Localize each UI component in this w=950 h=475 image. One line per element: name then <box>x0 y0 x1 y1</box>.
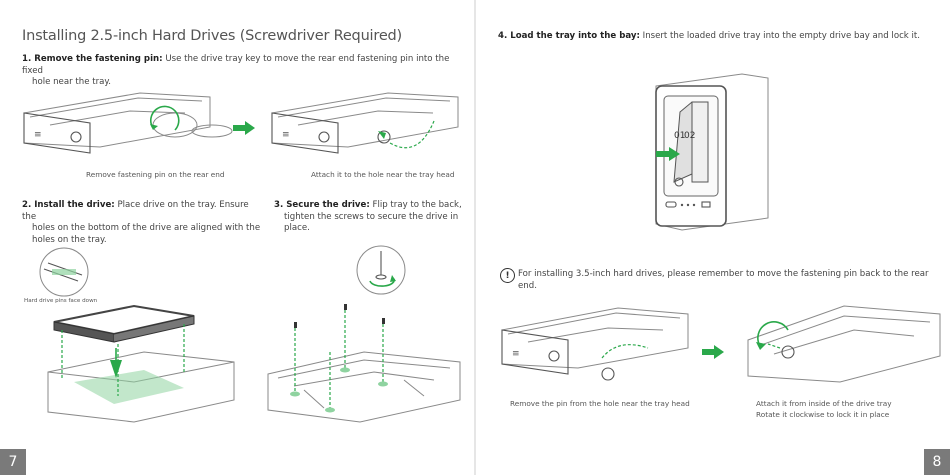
rotate-arrow-icon <box>150 105 180 131</box>
step-3-secure-illustration <box>267 304 461 423</box>
attach-pin-illustration <box>747 305 941 383</box>
svg-text:≡: ≡ <box>282 130 290 140</box>
drive-pins-callout <box>39 247 89 297</box>
page-number-left: 7 <box>0 449 26 475</box>
step-1-tray-illustration-a: ≡ <box>23 92 233 154</box>
attach-pin-caption-1: Attach it from inside of the drive tray <box>756 399 892 408</box>
step-1-caption-a: Remove fastening pin on the rear end <box>86 170 225 179</box>
tray-lock-icon <box>70 131 82 143</box>
screwdriver-icon <box>356 245 406 295</box>
tray-logo-icon: ≡ <box>34 130 42 140</box>
step-2-desc: Place drive on the tray. Ensure the <box>22 200 249 222</box>
step-2-label: 2. Install the drive: <box>22 200 115 210</box>
step-2-text: 2. Install the drive: Place drive on the… <box>22 200 262 246</box>
step-3-desc-3: place. <box>284 223 310 233</box>
step-2-callout-label: Hard drive pins face down <box>24 298 98 304</box>
arrow-right-icon <box>702 345 724 359</box>
attach-pin-caption-2: Rotate it clockwise to lock it in place <box>756 410 890 419</box>
arrow-right-icon <box>233 121 255 135</box>
step-4-text: 4. Load the tray into the bay: Insert th… <box>498 31 938 43</box>
page-number-right: 8 <box>924 449 950 475</box>
step-1-caption-b: Attach it to the hole near the tray head <box>311 170 455 179</box>
step-3-text: 3. Secure the drive: Flip tray to the ba… <box>274 200 464 235</box>
arrow-right-icon <box>656 147 680 161</box>
svg-text:≡: ≡ <box>512 349 520 359</box>
remove-pin-illustration: ≡ <box>501 307 689 381</box>
step-4-label: 4. Load the tray into the bay: <box>498 31 640 41</box>
step-3-desc-2: tighten the screws to secure the drive i… <box>284 211 459 222</box>
bay-1-label: 01 <box>674 131 685 141</box>
page-title: Installing 2.5-inch Hard Drives (Screwdr… <box>22 28 403 44</box>
step-3-desc: Flip tray to the back, <box>372 200 462 210</box>
step-2-install-illustration <box>47 304 235 423</box>
step-2-desc-3: holes on the tray. <box>32 234 107 245</box>
step-3-label: 3. Secure the drive: <box>274 200 370 210</box>
step-2-desc-2: holes on the bottom of the drive are ali… <box>32 223 261 233</box>
nas-device-illustration: 01 02 <box>655 73 769 231</box>
left-page: Installing 2.5-inch Hard Drives (Screwdr… <box>0 0 474 475</box>
step-1-label: 1. Remove the fastening pin: <box>22 54 163 64</box>
remove-pin-caption: Remove the pin from the hole near the tr… <box>510 399 690 408</box>
right-page: 4. Load the tray into the bay: Insert th… <box>476 0 950 475</box>
page-divider <box>474 0 476 475</box>
step-1-tray-illustration-b: ≡ <box>271 92 459 154</box>
step-1-text: 1. Remove the fastening pin: Use the dri… <box>22 54 462 89</box>
bay-2-label: 02 <box>684 131 695 141</box>
step-1-desc-2: hole near the tray. <box>32 77 111 87</box>
step-1-desc: Use the drive tray key to move the rear … <box>22 54 450 76</box>
note-text: For installing 3.5-inch hard drives, ple… <box>518 269 929 291</box>
step-4-desc: Insert the loaded drive tray into the em… <box>642 31 920 41</box>
warning-icon: ! <box>500 268 515 283</box>
